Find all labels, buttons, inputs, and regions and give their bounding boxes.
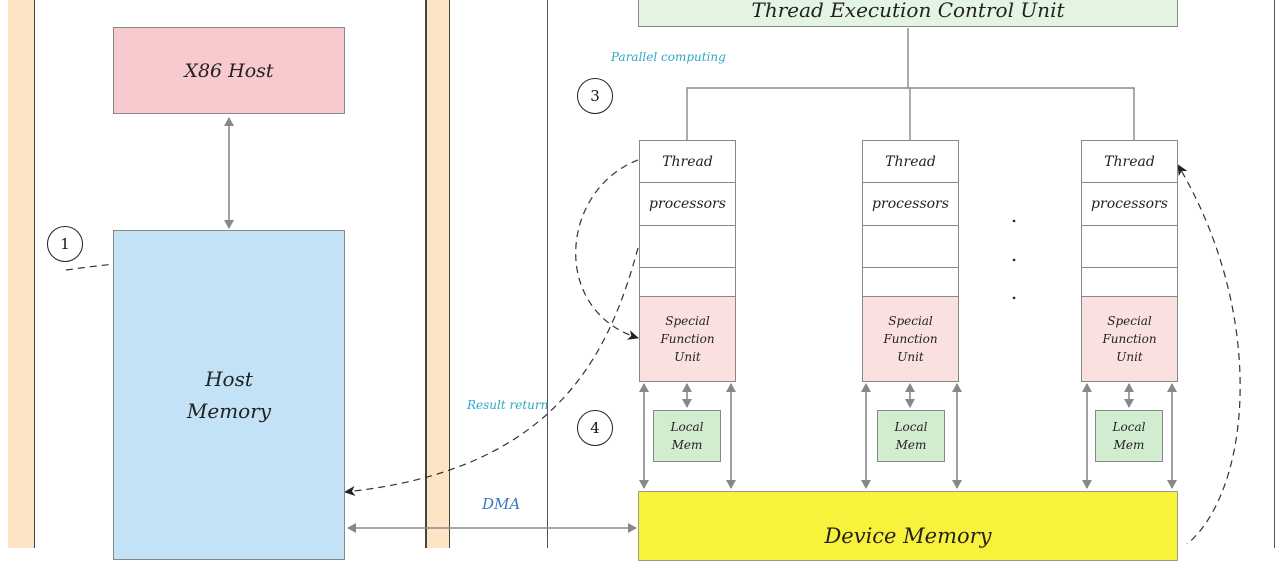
device-panel — [547, 0, 1275, 548]
x86-host-box: X86 Host — [113, 27, 345, 114]
flow-step-4 — [1177, 164, 1241, 544]
processors-cell: processors — [862, 182, 959, 226]
dma-label: DMA — [482, 495, 521, 513]
thread-cell: Thread — [1081, 140, 1178, 183]
host-memory-label-1: Host — [205, 367, 253, 391]
ellipsis-dot: . — [1010, 203, 1018, 227]
thread-execution-control-unit: Thread Execution Control Unit — [638, 0, 1178, 27]
thread-cell: Thread — [639, 140, 736, 183]
processors-cell: processors — [1081, 182, 1178, 226]
device-memory-box: Device Memory — [638, 491, 1178, 561]
empty-cell — [862, 225, 959, 268]
left-stripe — [8, 0, 35, 548]
empty-cell — [1081, 225, 1178, 268]
host-memory-box: Host Memory — [113, 230, 345, 560]
host-memory-label-2: Memory — [186, 399, 272, 423]
empty-cell — [862, 267, 959, 297]
thread-cell: Thread — [862, 140, 959, 183]
device-memory-label: Device Memory — [824, 524, 992, 548]
step-1-badge: 1 — [47, 226, 83, 262]
middle-stripe — [426, 0, 450, 548]
empty-cell — [639, 267, 736, 297]
step-3-badge: 3 — [577, 78, 613, 114]
ellipsis-dot: . — [1010, 242, 1018, 266]
processors-cell: processors — [639, 182, 736, 226]
result-return-note: Result return — [467, 398, 549, 412]
thread-execution-control-unit-label: Thread Execution Control Unit — [751, 0, 1065, 22]
step-4-badge: 4 — [577, 410, 613, 446]
empty-cell — [639, 225, 736, 268]
flow-parallel — [575, 159, 639, 340]
parallel-computing-note: Parallel computing — [611, 50, 726, 64]
flow-result-return — [344, 247, 639, 496]
empty-cell — [1081, 267, 1178, 297]
ellipsis-dot: . — [1010, 280, 1018, 304]
x86-host-label: X86 Host — [184, 59, 274, 82]
